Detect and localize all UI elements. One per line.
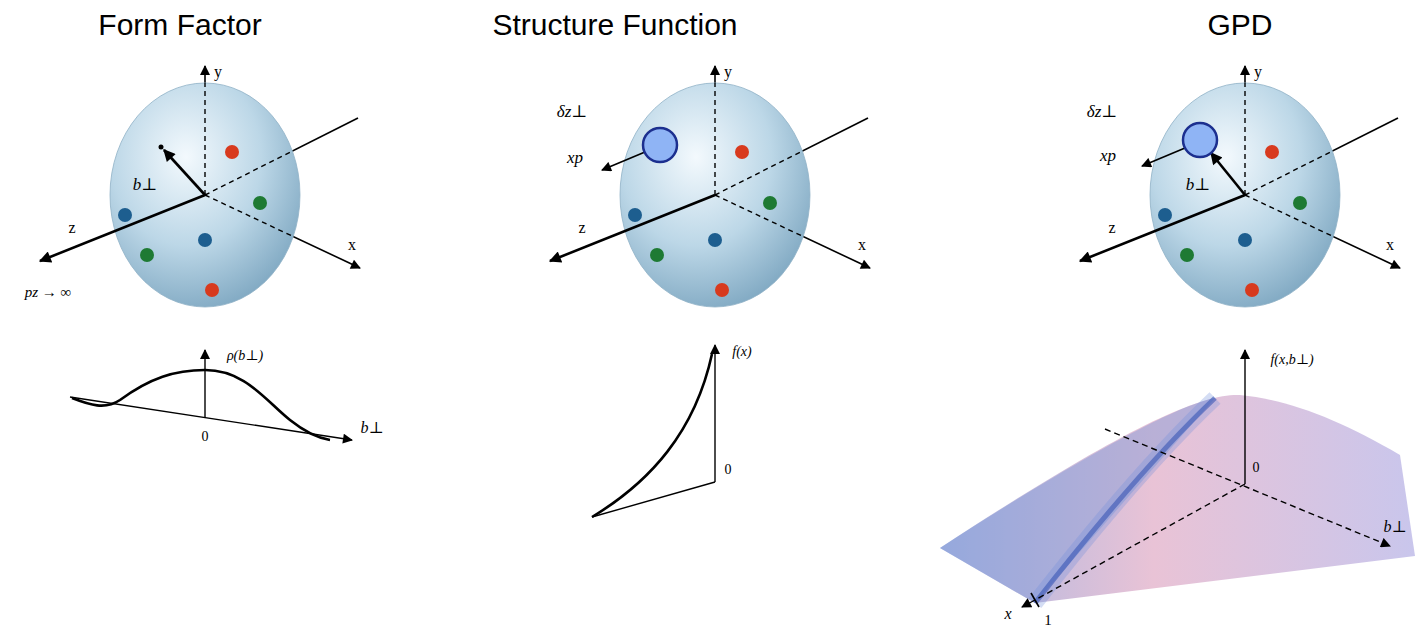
- function-label: f(x): [732, 344, 751, 359]
- axis-label: b⊥: [1383, 518, 1406, 536]
- x-axis: [1035, 484, 1245, 600]
- b-perp-arrow: [1211, 153, 1245, 195]
- surface-ridge: [1035, 398, 1215, 603]
- density-curve: [72, 370, 330, 440]
- axis-label: z: [1108, 219, 1115, 237]
- axis-label: b⊥: [360, 419, 383, 437]
- axis-label: z: [68, 219, 75, 237]
- panel-title: Form Factor: [98, 8, 261, 41]
- parton-circle: [1183, 123, 1217, 157]
- axis-label: z: [578, 219, 585, 237]
- pdf-curve: [592, 354, 712, 517]
- rho-axis: [204, 350, 205, 418]
- axis-label: x: [1004, 605, 1011, 623]
- momentum-label: pz → ∞: [25, 284, 72, 301]
- function-label: f(x,b⊥): [1270, 352, 1313, 367]
- b-axis: [1105, 429, 1390, 546]
- surface-ridge: [1035, 398, 1215, 603]
- panel-title: Structure Function: [492, 8, 737, 41]
- function-label: ρ(b⊥): [227, 348, 263, 363]
- origin-label: 0: [202, 429, 209, 444]
- b-perp-arrow: [164, 150, 205, 195]
- resolution-label: δz⊥: [557, 103, 588, 122]
- x-axis: [1022, 600, 1035, 607]
- tick-label: 1: [1044, 612, 1052, 629]
- surface-shade: [940, 398, 1215, 603]
- f-axis: [714, 345, 715, 482]
- f-axis: [1244, 350, 1245, 484]
- axis-label: y: [724, 63, 732, 81]
- x-axis: [592, 482, 715, 517]
- nucleon-figure: [1080, 66, 1400, 307]
- resolution-label: δz⊥: [1087, 103, 1118, 122]
- origin-label: 0: [725, 462, 732, 477]
- axis-label: y: [214, 63, 222, 81]
- tick-mark: [1031, 593, 1039, 607]
- vector-label: b⊥: [133, 176, 158, 195]
- momentum-arrow: [602, 152, 645, 170]
- panel-title: GPD: [1207, 8, 1272, 41]
- parton-circle: [643, 128, 677, 162]
- nucleon-figure: [40, 66, 360, 307]
- nucleon-figure: [550, 66, 870, 307]
- axis-label: y: [1254, 63, 1262, 81]
- parton-point: [159, 145, 164, 150]
- momentum-arrow: [1142, 148, 1185, 166]
- momentum-label: xp: [567, 149, 583, 168]
- axis-label: x: [1386, 236, 1394, 254]
- gpd-surface: [940, 395, 1415, 603]
- origin-label: 0: [1253, 460, 1260, 475]
- vector-label: b⊥: [1186, 176, 1211, 195]
- axis-label: x: [858, 236, 866, 254]
- axis-label: x: [348, 236, 356, 254]
- momentum-label: xp: [1100, 147, 1116, 166]
